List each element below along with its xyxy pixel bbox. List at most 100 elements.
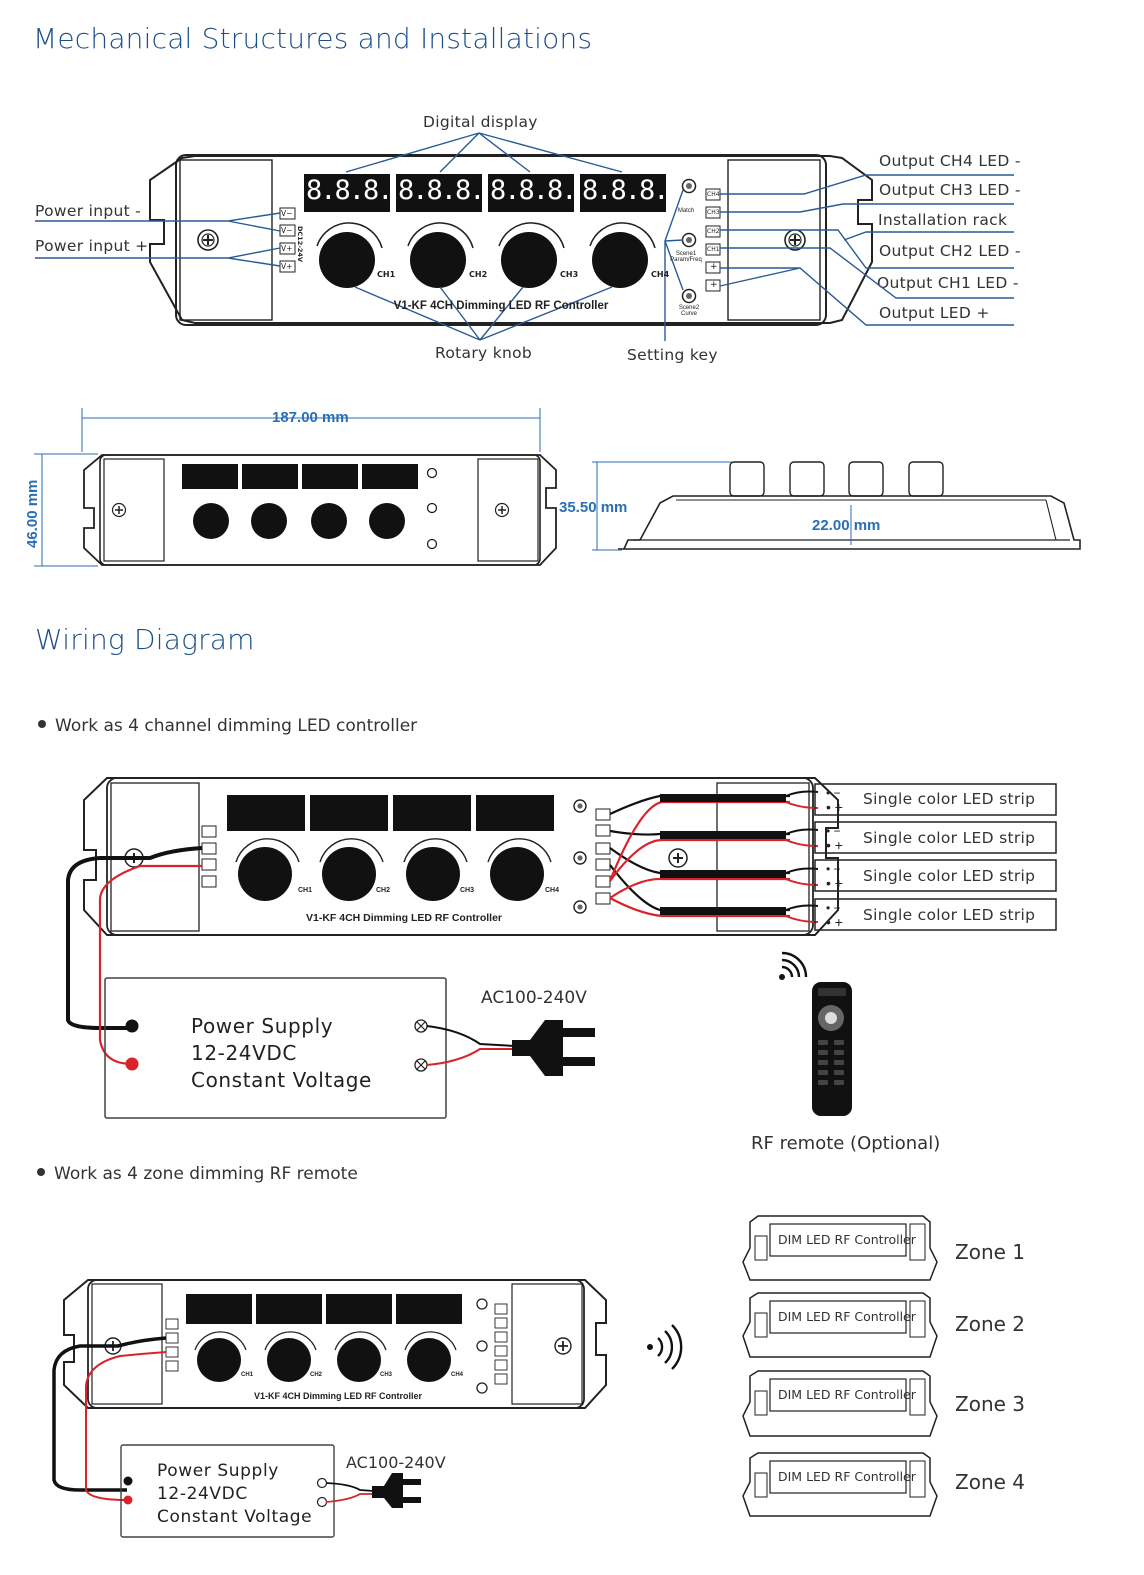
svg-text:CH3: CH3 — [380, 1372, 393, 1378]
section-title-wiring: Wiring Diagram — [35, 623, 255, 656]
zone-controller-label-1: DIM LED RF Controller — [778, 1232, 916, 1247]
rotary-knob-ch1 — [316, 222, 383, 288]
knob-label-ch3: CH3 — [560, 270, 579, 279]
svg-text:• +: • + — [826, 799, 843, 815]
m1-screw-right-icon — [668, 848, 688, 868]
zone-controller-label-3: DIM LED RF Controller — [778, 1387, 916, 1402]
zone-label-4: Zone 4 — [955, 1470, 1025, 1494]
section-title-mechanical: Mechanical Structures and Installations — [33, 22, 593, 55]
m2-screw-right-icon — [554, 1337, 572, 1355]
led-strip-3: • −• + — [814, 859, 1057, 892]
mode1-bullet-text: Work as 4 channel dimming LED controller — [55, 716, 418, 736]
output-terminal-label-3: CH2 — [707, 228, 720, 235]
callout-output-ch3: Output CH3 LED - — [879, 181, 1021, 199]
zone-controller-label-4: DIM LED RF Controller — [778, 1469, 916, 1484]
digits-2: 8.8.8. — [398, 175, 486, 206]
scene2-key-label: Scene2 — [679, 305, 700, 311]
display-block-2 — [396, 174, 482, 212]
knob-label-ch4: CH4 — [651, 270, 670, 279]
callout-installation-rack: Installation rack — [878, 211, 1008, 229]
knob-label-ch1: CH1 — [377, 270, 396, 279]
callout-output-ch4: Output CH4 LED - — [879, 152, 1021, 170]
rotary-knob-ch3 — [498, 222, 565, 288]
strip-label-3: Single color LED strip — [863, 867, 1036, 885]
dimension-body-height: 22.00 mm — [812, 517, 881, 534]
mode2-psu-line-2: 12-24VDC — [157, 1484, 248, 1504]
callout-digital-display: Digital display — [423, 113, 538, 131]
scene1-key-label: Scene1 — [676, 251, 697, 257]
strip-label-1: Single color LED strip — [863, 790, 1036, 808]
svg-text:• +: • + — [826, 875, 843, 891]
zone-controller-3 — [742, 1370, 938, 1437]
svg-text:• −: • − — [826, 901, 841, 915]
model-label: V1-KF 4CH Dimming LED RF Controller — [394, 300, 609, 312]
mode1-wiring-drawing: V1-KF 4CH Dimming LED RF Controller CH1 … — [66, 777, 1057, 1119]
svg-text:• +: • + — [826, 837, 843, 853]
rotary-knob-ch4 — [589, 222, 656, 288]
mode2-psu-line-3: Constant Voltage — [157, 1507, 313, 1527]
svg-text:CH3: CH3 — [460, 887, 474, 894]
svg-text:• −: • − — [826, 862, 841, 876]
ac-plug-icon — [512, 1020, 595, 1076]
zone-label-2: Zone 2 — [955, 1312, 1025, 1336]
mode2-bullet: Work as 4 zone dimming RF remote — [37, 1164, 358, 1184]
input-voltage-label: DC12-24V — [296, 226, 304, 262]
match-key — [681, 178, 697, 194]
led-strip-2: • −• + — [814, 821, 1057, 854]
output-terminal-label-1: CH4 — [707, 191, 720, 198]
svg-text:• +: • + — [826, 914, 843, 930]
dimension-height: 35.50 mm — [559, 499, 628, 516]
zone-controller-label-2: DIM LED RF Controller — [778, 1309, 916, 1324]
bullet-dot-icon — [37, 1168, 45, 1176]
mode2-psu-line-1: Power Supply — [157, 1461, 279, 1481]
callout-lines — [35, 132, 1014, 341]
strip-label-2: Single color LED strip — [863, 829, 1036, 847]
mode1-psu-line-3: Constant Voltage — [191, 1068, 372, 1092]
mount-screw-left-icon — [197, 229, 219, 251]
led-strip-1: • −• + — [814, 783, 1057, 816]
rf-remote-icon — [812, 982, 852, 1116]
output-terminal-label-6: + — [710, 280, 718, 290]
mode1-ac-label: AC100-240V — [481, 988, 587, 1008]
display-block-1 — [304, 174, 390, 212]
zone-controller-2 — [742, 1292, 938, 1358]
digits-4: 8.8.8. — [582, 175, 670, 206]
input-terminal-label-3: V+ — [281, 244, 293, 253]
callout-output-ch2: Output CH2 LED - — [879, 242, 1021, 260]
svg-text:Param/Freq: Param/Freq — [670, 257, 702, 263]
input-terminal-label-2: V− — [281, 226, 293, 235]
input-terminal-label-1: V− — [281, 209, 293, 218]
callout-power-input-pos: Power input + — [35, 237, 149, 255]
svg-text:CH2: CH2 — [376, 887, 390, 894]
mount-screw-right-icon — [784, 229, 806, 251]
top-screw-right-icon — [494, 502, 510, 518]
mode1-bullet: Work as 4 channel dimming LED controller — [38, 716, 417, 736]
match-key-label: Match — [678, 208, 694, 214]
zone-controller-4 — [742, 1452, 938, 1517]
callout-output-ch1: Output CH1 LED - — [877, 274, 1019, 292]
rf-signal-icon — [779, 951, 808, 980]
mode2-bullet-text: Work as 4 zone dimming RF remote — [54, 1164, 358, 1184]
front-view-drawing: V1-KF 4CH Dimming LED RF Controller Matc… — [35, 132, 1014, 341]
output-terminal-label-2: CH3 — [707, 209, 720, 216]
zone-controller-1 — [742, 1215, 938, 1281]
display-block-3 — [488, 174, 574, 212]
svg-text:Curve: Curve — [681, 311, 698, 317]
digits-3: 8.8.8. — [490, 175, 578, 206]
mode1-psu-line-1: Power Supply — [191, 1014, 334, 1038]
top-screw-left-icon — [111, 502, 127, 518]
svg-text:CH1: CH1 — [241, 1372, 254, 1378]
mode1-psu-line-2: 12-24VDC — [191, 1041, 297, 1065]
strip-label-4: Single color LED strip — [863, 906, 1036, 924]
svg-text:V1-KF 4CH Dimming LED RF Con: V1-KF 4CH Dimming LED RF Controller — [306, 912, 502, 924]
bullet-dot-icon — [38, 720, 46, 728]
output-terminal-label-5: + — [710, 262, 718, 272]
svg-text:CH1: CH1 — [298, 887, 312, 894]
input-terminal-label-4: V+ — [281, 262, 293, 271]
display-block-4 — [580, 174, 666, 212]
svg-text:CH2: CH2 — [310, 1372, 323, 1378]
svg-text:CH4: CH4 — [451, 1372, 464, 1378]
knob-label-ch2: CH2 — [469, 270, 488, 279]
dimension-length: 187.00 mm — [272, 409, 349, 426]
callout-output-led-pos: Output LED + — [879, 304, 990, 322]
